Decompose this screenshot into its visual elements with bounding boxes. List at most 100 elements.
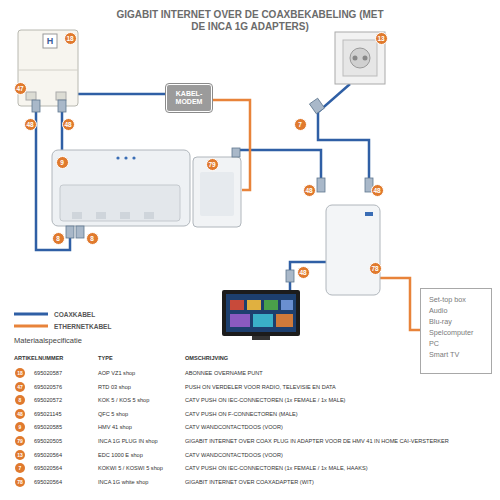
device-list-box: Set-top boxAudioBlu-raySpelcomputerPCSma… — [420, 288, 492, 374]
aop-device — [26, 92, 36, 100]
coax-connector — [58, 100, 66, 112]
node-text: Smart TV — [429, 349, 487, 360]
amplifier-device — [120, 212, 130, 219]
callout-number: 13 — [15, 450, 25, 460]
table-cell: EDC 1000 E shop — [98, 451, 143, 459]
node-text: Spelcomputer — [429, 327, 487, 338]
legend-text: COAXKABEL — [54, 310, 95, 319]
callout-number: 8 — [86, 232, 99, 245]
callout-number: 48 — [371, 184, 384, 197]
node-text: KABEL- MODEM — [167, 90, 211, 106]
coax-connector — [286, 270, 294, 282]
table-cell: AOP VZ1 shop — [98, 369, 135, 377]
table-cell: CATV PUSH ON F-CONNECTOREN (MALE) — [185, 410, 298, 418]
table-cell: GIGABIT INTERNET OVER COAXADAPTER (WIT) — [185, 478, 314, 486]
coax-connector — [317, 178, 325, 192]
aop-device — [18, 30, 78, 106]
inca-adapter — [326, 205, 380, 295]
table-cell: 695020585 — [34, 423, 62, 431]
amplifier-device — [124, 156, 127, 159]
table-cell: CATV PUSH ON IEC-CONNECTOREN (1x FEMALE … — [185, 396, 345, 404]
inca-adapter — [365, 212, 373, 216]
table-header: OMSCHRIJVING — [185, 354, 228, 362]
callout-number: 18 — [15, 368, 25, 378]
aop-device — [56, 92, 66, 100]
television — [252, 336, 270, 340]
coax-connector — [32, 100, 40, 112]
amplifier-device — [52, 150, 190, 226]
callout-number: 47 — [14, 82, 27, 95]
callout-number: 7 — [15, 463, 25, 473]
callout-number: 48 — [15, 409, 25, 419]
inca-adapter — [326, 205, 380, 295]
ethernet-cable — [380, 278, 420, 330]
aop-device — [18, 30, 78, 106]
plug-in-adapter — [193, 157, 241, 227]
callout-number: 78 — [15, 477, 25, 487]
table-cell: CATV PUSH ON IEC-CONNECTOREN (1x FEMALE … — [185, 464, 368, 472]
television — [222, 290, 300, 336]
table-cell: KOK 5 / KOS 5 shop — [98, 396, 149, 404]
callout-number: 9 — [15, 422, 25, 432]
table-heading: Materiaalspecificatie — [14, 336, 82, 345]
table-cell: GIGABIT INTERNET OVER COAX PLUG IN ADAPT… — [185, 437, 449, 445]
television — [230, 314, 250, 327]
table-cell: RTD 03 shop — [98, 383, 131, 391]
aop-device — [43, 34, 57, 48]
diagram-title: GIGABIT INTERNET OVER DE COAXBEKABELING … — [110, 9, 390, 33]
coax-connector — [232, 148, 240, 157]
wall-outlet — [350, 48, 370, 68]
node-text: Blu-ray — [429, 316, 487, 327]
coax-connector — [76, 226, 84, 238]
table-cell: 695020572 — [34, 396, 62, 404]
callout-number: 7 — [294, 118, 307, 131]
wall-outlet — [363, 56, 368, 61]
table-cell: 695020576 — [34, 383, 62, 391]
table-header: TYPE — [98, 354, 113, 362]
table-cell: QFC 5 shop — [98, 410, 128, 418]
legend-line — [14, 313, 48, 316]
callout-number: 8 — [52, 232, 65, 245]
table-cell: HMV 41 shop — [98, 423, 132, 431]
coax-connector — [32, 98, 373, 282]
table-cell: INCA 1G PLUG IN shop — [98, 437, 158, 445]
television — [264, 300, 278, 310]
node-text: PC — [429, 338, 487, 349]
table-cell: PUSH ON VERDELER VOOR RADIO, TELEVISIE E… — [185, 383, 336, 391]
amplifier-device — [96, 212, 106, 219]
callout-number: 78 — [369, 262, 382, 275]
table-cell: 695020564 — [34, 451, 62, 459]
television — [276, 314, 293, 327]
plug-in-adapter — [200, 172, 234, 216]
television — [281, 300, 293, 310]
table-cell: 695020564 — [34, 478, 62, 486]
legend-line — [14, 314, 48, 326]
callout-number: 48 — [62, 118, 75, 131]
coax-cable — [61, 112, 64, 150]
amplifier-device — [72, 212, 82, 219]
coax-cable — [318, 84, 369, 178]
callout-number: 47 — [15, 382, 25, 392]
table-cell: 695020505 — [34, 437, 62, 445]
table-cell: CATV WANDCONTACTDOOS (VOOR) — [185, 423, 283, 431]
amplifier-device — [116, 156, 119, 159]
amplifier-device — [144, 212, 154, 219]
node-text: Audio — [429, 305, 487, 316]
table-cell: 695020564 — [34, 464, 62, 472]
callout-number: 9 — [56, 156, 69, 169]
television — [222, 290, 300, 340]
table-cell: ABONNEE OVERNAME PUNT — [185, 369, 263, 377]
plug-in-adapter — [193, 157, 241, 227]
callout-number: 48 — [24, 118, 37, 131]
modem-box: KABEL- MODEM — [166, 84, 212, 112]
coax-cable — [36, 84, 369, 291]
callout-number: 48 — [297, 266, 310, 279]
amplifier-device — [60, 185, 180, 221]
television — [230, 300, 244, 310]
coax-cable — [290, 262, 326, 291]
legend-text: ETHERNETKABEL — [54, 322, 111, 331]
callout-number: 79 — [15, 436, 25, 446]
television — [226, 294, 296, 332]
table-cell: CATV WANDCONTACTDOOS (VOOR) — [185, 451, 283, 459]
